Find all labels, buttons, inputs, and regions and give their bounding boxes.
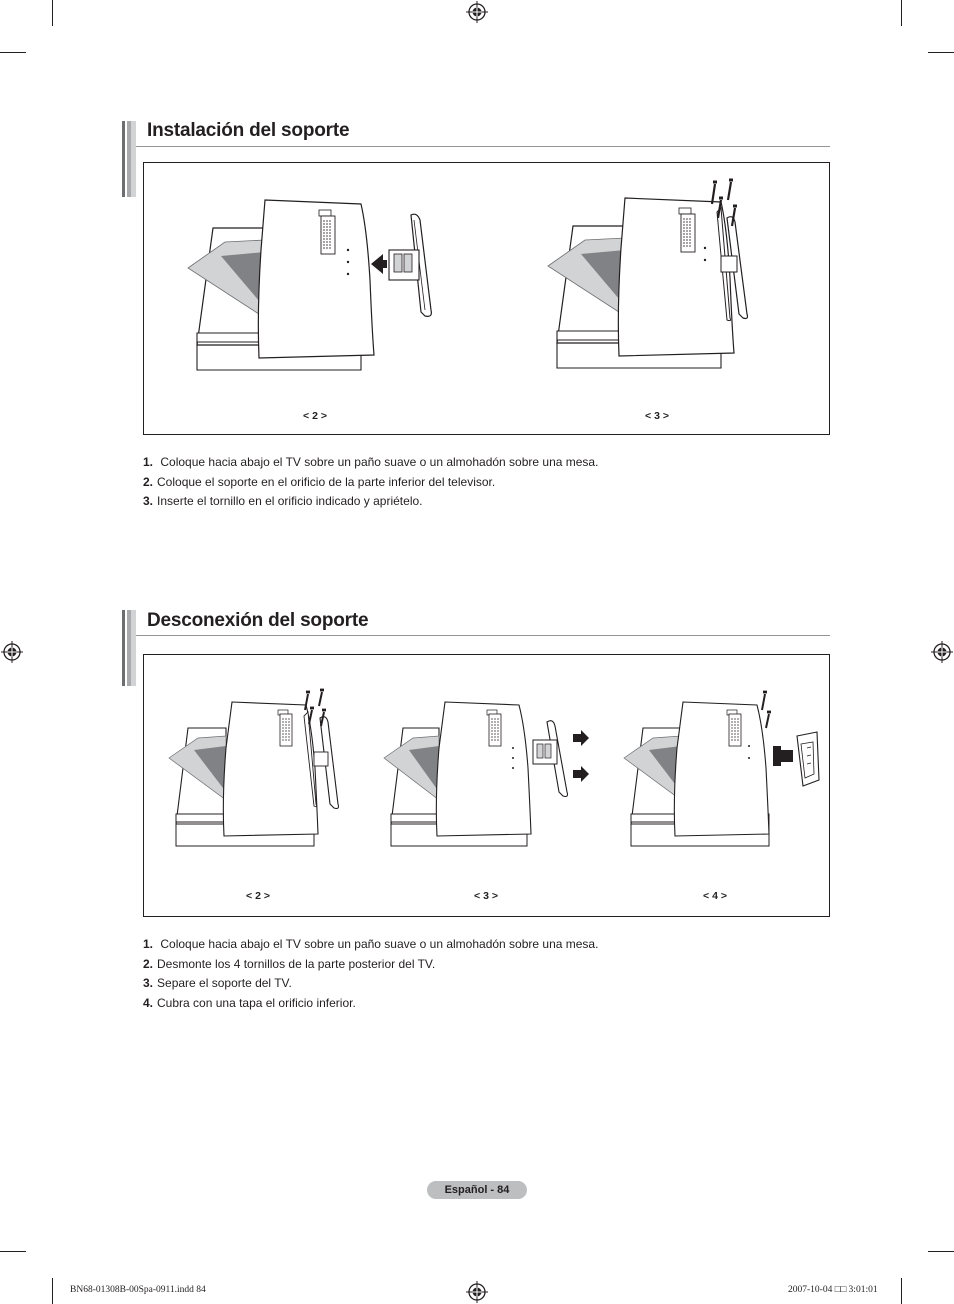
section-marker-bar [122, 610, 136, 686]
tv-stand-attach-illustration [187, 199, 432, 371]
crop-mark [0, 52, 26, 53]
crop-mark [0, 1251, 26, 1252]
screw-icon [730, 204, 737, 227]
disconnection-figure-box [143, 654, 830, 917]
figure-label-step-2: < 2 > [303, 410, 327, 422]
installation-steps-list: 1. Coloque hacia abajo el TV sobre un pa… [143, 453, 598, 512]
separate-stand-illustration [383, 701, 589, 847]
arrow-icon [573, 766, 589, 782]
screw-icon [716, 196, 723, 219]
crop-mark [928, 52, 954, 53]
cover-hole-illustration [623, 690, 820, 847]
screw-icon [710, 180, 717, 205]
disconnection-steps-list: 1. Coloque hacia abajo el TV sobre un pa… [143, 935, 598, 1013]
arrow-icon [773, 746, 793, 766]
remove-screws-illustration [168, 688, 340, 847]
list-item: 3.Separe el soporte del TV. [143, 976, 292, 990]
arrow-icon [573, 730, 589, 746]
screw-icon [726, 178, 733, 201]
section-rule [136, 146, 830, 147]
installation-figure-box [143, 162, 830, 435]
print-slug-date: 2007-10-04 □□ 3:01:01 [788, 1285, 878, 1295]
screw-icon [308, 706, 314, 725]
crop-mark [52, 0, 53, 26]
screw-icon [320, 708, 326, 727]
crop-mark [928, 1251, 954, 1252]
screw-icon [765, 710, 771, 729]
print-slug-file: BN68-01308B-00Spa-0911.indd 84 [70, 1285, 206, 1295]
arrow-icon [371, 254, 387, 274]
screw-icon [304, 690, 310, 711]
section-marker-bar [122, 121, 136, 197]
list-item: 2.Desmonte los 4 tornillos de la parte p… [143, 956, 436, 971]
list-item: 3.Inserte el tornillo en el orificio ind… [143, 494, 423, 508]
figure-label-step-3: < 3 > [474, 890, 498, 902]
section-title-installation: Instalación del soporte [147, 120, 350, 141]
registration-mark-icon [931, 641, 953, 663]
registration-mark-icon [466, 1281, 488, 1303]
figure-label-step-2: < 2 > [246, 890, 270, 902]
tv-stand-screw-illustration [547, 178, 749, 369]
crop-mark [901, 0, 902, 26]
section-rule [136, 635, 830, 636]
crop-mark [52, 1278, 53, 1304]
registration-mark-icon [1, 641, 23, 663]
page-number-badge: Español - 84 [427, 1181, 527, 1199]
screw-icon [761, 690, 767, 711]
crop-mark [901, 1278, 902, 1304]
list-item: 1. Coloque hacia abajo el TV sobre un pa… [143, 455, 599, 469]
registration-mark-icon [466, 1, 488, 23]
section-title-disconnection: Desconexión del soporte [147, 610, 369, 631]
list-item: 2.Coloque el soporte en el orificio de l… [143, 474, 496, 489]
figure-label-step-3: < 3 > [645, 410, 669, 422]
figure-label-step-4: < 4 > [703, 890, 727, 902]
list-item: 4.Cubra con una tapa el orificio inferio… [143, 995, 356, 1010]
list-item: 1. Coloque hacia abajo el TV sobre un pa… [143, 937, 599, 951]
screw-icon [318, 688, 324, 707]
